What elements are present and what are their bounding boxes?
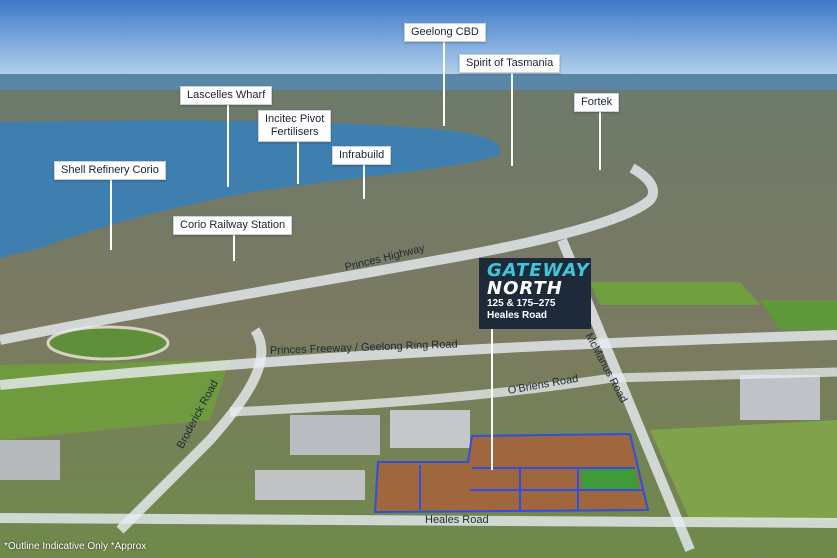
brand-address-line1: 125 & 175–275 — [487, 298, 556, 309]
racecourse — [46, 325, 170, 361]
gateway-north-panel: GATEWAY NORTH 125 & 175–275 Heales Road — [479, 258, 591, 329]
heales-road-overlay — [0, 513, 837, 528]
site-outline — [373, 432, 650, 514]
label-infrabuild: Infrabuild — [332, 146, 392, 165]
brand-pin-leader — [491, 329, 493, 470]
princes-freeway-overlay — [0, 330, 837, 390]
green-field-mid — [590, 282, 760, 305]
label-fortek: Fortek — [574, 93, 620, 112]
label-corio-station: Corio Railway Station — [173, 216, 293, 235]
obriens-road-overlay — [229, 367, 837, 417]
industrial-sheds-b — [390, 410, 470, 448]
broderick-road-overlay — [116, 327, 267, 534]
label-shell-refinery: Shell Refinery Corio — [54, 161, 166, 180]
leader-incitec — [297, 138, 299, 184]
industrial-sheds-a — [290, 415, 380, 455]
label-lascelles-wharf: Lascelles Wharf — [180, 86, 273, 105]
distant-bay — [0, 74, 837, 92]
industrial-sheds-e — [0, 440, 60, 480]
green-paddocks-right — [650, 420, 837, 520]
green-field-right — [760, 300, 837, 330]
label-geelong-cbd: Geelong CBD — [404, 23, 486, 42]
leader-spirit-of-tasmania — [511, 71, 513, 166]
industrial-sheds-c — [255, 470, 365, 500]
label-incitec-pivot: Incitec Pivot Fertilisers — [258, 110, 332, 142]
label-spirit-of-tasmania: Spirit of Tasmania — [459, 54, 561, 73]
leader-infrabuild — [363, 163, 365, 199]
leader-lascelles-wharf — [227, 103, 229, 187]
brand-title-line2: NORTH — [487, 278, 563, 299]
incitec-line2: Fertilisers — [270, 126, 319, 138]
princes-highway-overlay — [0, 163, 659, 345]
leader-shell-refinery — [110, 178, 112, 250]
road-label-heales-road: Heales Road — [425, 514, 489, 526]
site-green-lot — [580, 468, 640, 490]
leader-fortek — [599, 110, 601, 170]
incitec-line1: Incitec Pivot — [265, 113, 325, 125]
brand-address-line2: Heales Road — [487, 310, 548, 321]
industrial-sheds-d — [740, 375, 820, 420]
site-ground — [375, 434, 648, 512]
leader-geelong-cbd — [443, 40, 445, 126]
leader-corio-station — [233, 233, 235, 261]
brand-title-line1: GATEWAY — [487, 260, 590, 281]
disclaimer-text: *Outline Indicative Only *Approx — [4, 541, 147, 552]
